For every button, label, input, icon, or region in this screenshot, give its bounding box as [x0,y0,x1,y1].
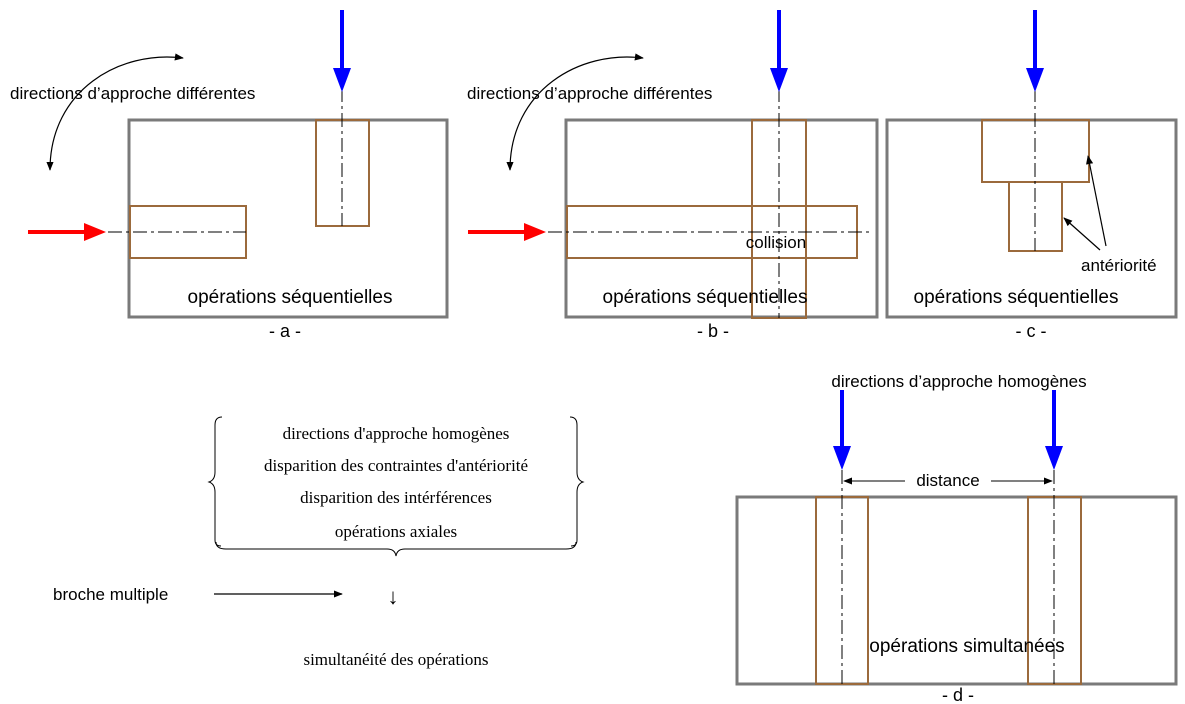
left-brace [207,416,223,547]
horizontal-approach-arrowhead [84,223,106,241]
distance-label-bg [905,470,991,490]
vertical-approach-arrowhead [333,68,351,92]
summary-item: disparition des contraintes d'antériorit… [264,456,528,475]
summary-item: directions d'approche homogènes [283,424,510,443]
operations-label: opérations séquentielles [914,287,1119,308]
panel-caption: - b - [697,321,729,341]
approach-label: directions d’approche différentes [10,84,255,103]
horizontal-approach-arrowhead [524,223,546,241]
rotation-arrow [506,53,644,171]
panel-a: directions d’approche différentes opérat… [10,10,449,341]
operations-label: opérations simultanées [869,636,1064,657]
approach-label: directions d’approche différentes [467,84,712,103]
workpiece-frame [735,495,1178,686]
summary-item: opérations axiales [335,522,457,541]
precedence-pointer-lower [1063,217,1101,251]
right-approach-arrowhead [1045,446,1063,470]
panel-b: directions d’approche différentes collis… [467,10,879,341]
rotation-arrow [46,53,184,171]
result-label: simultanéité des opérations [303,650,488,669]
vertical-approach-arrowhead [1026,68,1044,92]
bottom-brace [215,541,577,557]
panel-d: distance directions d’approche homogènes… [735,372,1178,704]
operations-label: opérations séquentielles [603,287,808,308]
summary-block: directions d'approche homogènes disparit… [53,416,585,669]
panel-c: antériorité opérations séquentielles - c… [885,10,1178,341]
down-arrow: ↓ [388,584,399,609]
precedence-pointer-upper [1086,155,1107,247]
panel-caption: - a - [269,321,301,341]
precedence-label: antériorité [1081,256,1157,275]
approach-label: directions d’approche homogènes [831,372,1086,391]
panel-caption: - d - [942,685,974,704]
multi-spindle-label: broche multiple [53,585,168,604]
left-approach-arrowhead [833,446,851,470]
panel-caption: - c - [1016,321,1047,341]
vertical-approach-arrowhead [770,68,788,92]
right-brace [569,416,585,547]
distance-label: distance [916,471,979,490]
collision-label: collision [746,233,806,252]
summary-item: disparition des intérférences [300,488,492,507]
operations-label: opérations séquentielles [188,287,393,308]
